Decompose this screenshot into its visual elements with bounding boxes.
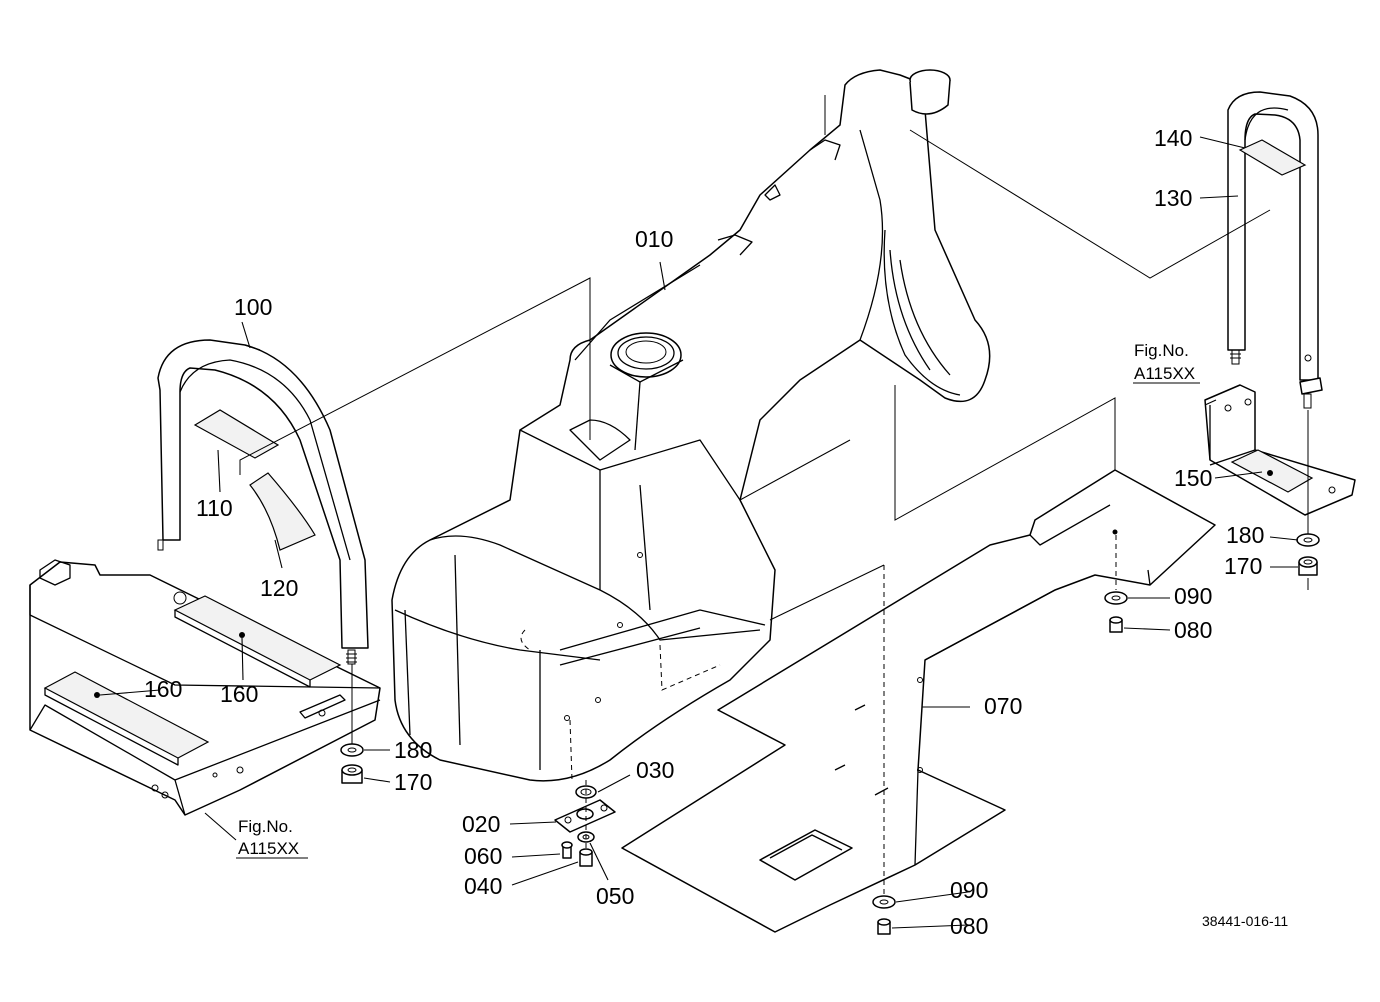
pad-120 (249, 472, 316, 551)
washer-090-upper (1104, 591, 1128, 605)
label-160-right: 160 (220, 681, 258, 707)
fig-ref-left: Fig.No. A115XX (238, 817, 299, 858)
washer-180-right (1296, 533, 1320, 547)
label-180-right: 180 (1226, 522, 1264, 548)
frame-bracket-right (1204, 377, 1356, 516)
floor-plate-070 (621, 469, 1216, 933)
label-080-lower: 080 (950, 913, 988, 939)
label-160-left: 160 (144, 676, 182, 702)
label-040: 040 (464, 873, 502, 899)
label-030: 030 (636, 757, 674, 783)
label-170-left: 170 (394, 769, 432, 795)
fig-ref-right: Fig.No. A115XX (1134, 341, 1195, 383)
fig-ref-right-line1: Fig.No. (1134, 341, 1189, 360)
fuel-tank-010 (391, 69, 991, 782)
pad-150 (1230, 449, 1314, 493)
drawing-number: 38441-016-11 (1202, 913, 1288, 929)
nut-170-left (341, 764, 363, 784)
label-180-left: 180 (394, 737, 432, 763)
tank-band-130 (1227, 91, 1319, 381)
label-140: 140 (1154, 125, 1192, 151)
leader-lines (99, 136, 1299, 929)
nut-080-lower (877, 918, 891, 935)
label-130: 130 (1154, 185, 1192, 211)
pad-140 (1238, 139, 1307, 176)
label-090-lower: 090 (950, 877, 988, 903)
pad-110 (193, 409, 280, 459)
label-060: 060 (464, 843, 502, 869)
nut-170-right (1298, 556, 1318, 576)
label-110: 110 (196, 495, 233, 521)
label-020: 020 (462, 811, 500, 837)
fig-ref-right-line2: A115XX (1134, 364, 1195, 383)
label-120: 120 (260, 575, 298, 601)
label-050: 050 (596, 883, 634, 909)
fig-ref-left-line1: Fig.No. (238, 817, 293, 836)
label-150: 150 (1174, 465, 1212, 491)
label-010: 010 (635, 226, 673, 252)
assembly-lines (239, 95, 1271, 621)
frame-plate-left (29, 559, 381, 816)
washer-180-left (340, 743, 364, 757)
label-070: 070 (984, 693, 1022, 719)
nut-040 (579, 848, 593, 867)
washer-090-lower (872, 895, 896, 909)
label-090-upper: 090 (1174, 583, 1212, 609)
fig-ref-left-line2: A115XX (238, 839, 299, 858)
label-170-right: 170 (1224, 553, 1262, 579)
bolt-060 (561, 841, 573, 859)
label-100: 100 (234, 294, 272, 320)
pad-160-left (43, 671, 210, 766)
plate-020 (554, 799, 616, 833)
nut-080-upper (1109, 616, 1123, 633)
callout-labels: 010 020 030 040 050 060 070 080 080 090 … (144, 125, 1264, 939)
label-080-upper: 080 (1174, 617, 1212, 643)
pad-160-right (173, 595, 342, 688)
